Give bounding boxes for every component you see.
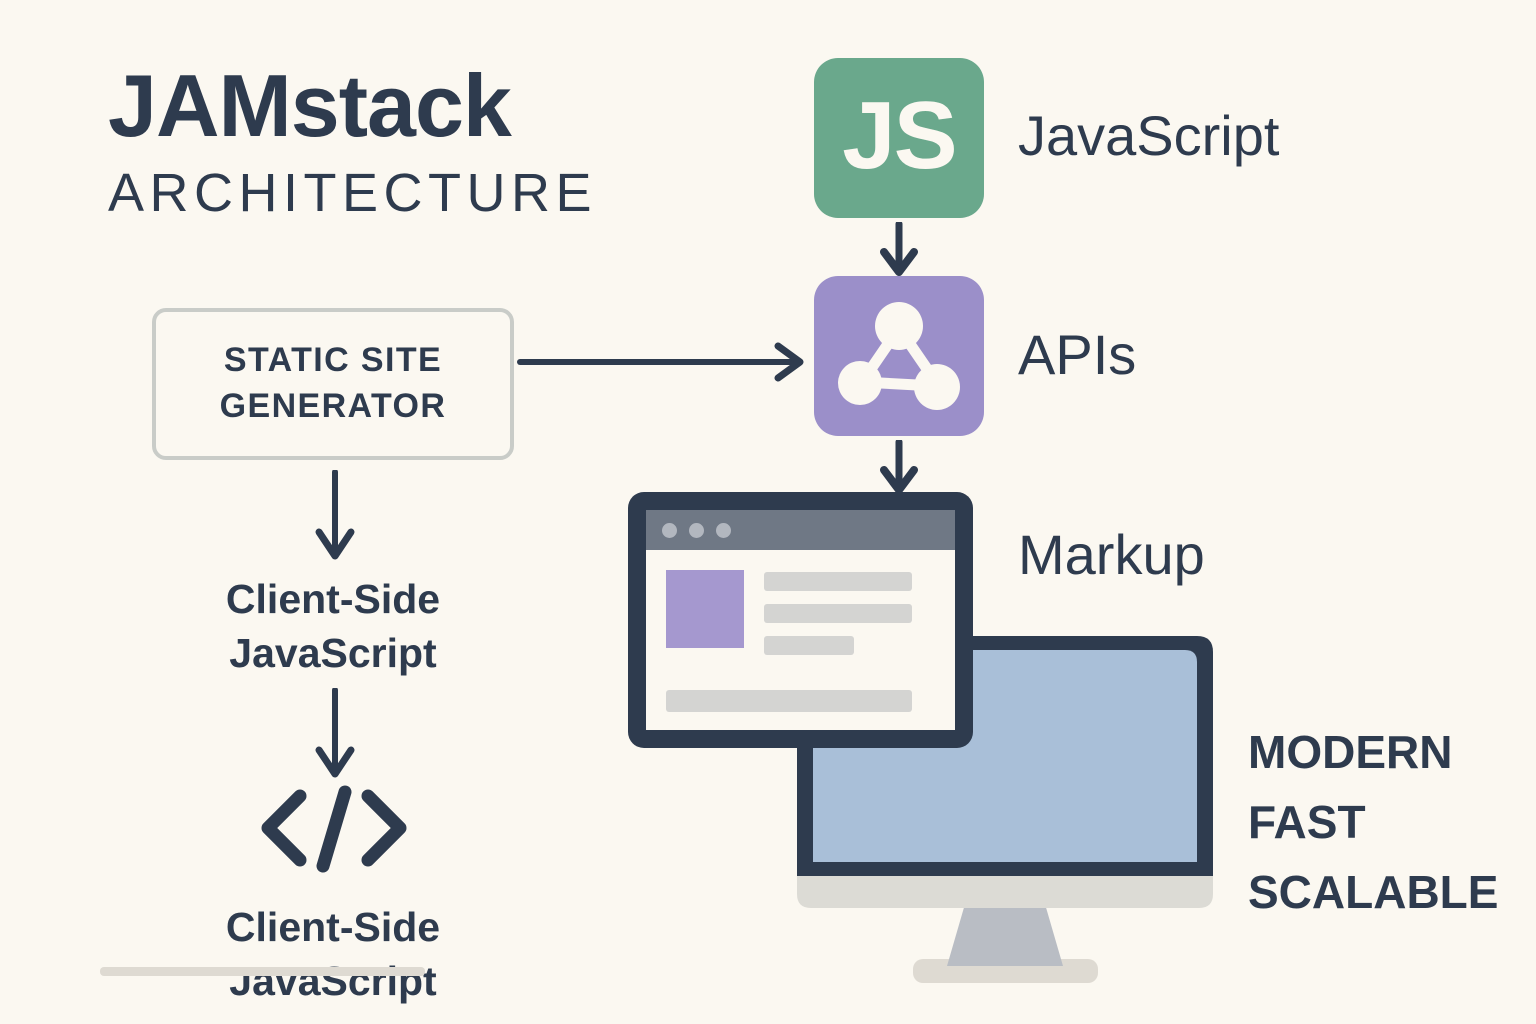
monitor-ground-shadow (100, 967, 425, 976)
arrow-js-to-apis (880, 222, 918, 276)
javascript-tile-icon[interactable]: JS (814, 58, 984, 218)
api-graph-glyph (838, 302, 960, 410)
benefits-list: MODERN FAST SCALABLE (1248, 718, 1498, 928)
browser-window-icon[interactable] (628, 492, 973, 748)
caption-1-line-1: Client-Side (225, 576, 441, 622)
page-title: JAMstack (108, 56, 512, 155)
ssg-line-1: STATIC SITE (223, 341, 443, 380)
benefit-modern: MODERN (1248, 726, 1453, 778)
caption-2-line-1: Client-Side (225, 904, 441, 950)
static-site-generator-box[interactable]: STATIC SITE GENERATOR (152, 308, 514, 460)
benefit-scalable: SCALABLE (1248, 865, 1499, 918)
static-site-generator-label: STATIC SITE GENERATOR (220, 338, 447, 430)
content-text-bar (666, 690, 912, 712)
window-dot-minimize-icon[interactable] (689, 522, 704, 538)
content-thumbnail-placeholder (666, 570, 744, 648)
label-apis: APIs (1018, 323, 1137, 386)
window-dot-close-icon[interactable] (662, 522, 677, 538)
client-side-javascript-caption-top: Client-Side JavaScript (163, 572, 503, 680)
arrow-ssg-to-client-js (315, 470, 355, 560)
content-text-bar (764, 572, 912, 591)
content-text-bar (764, 604, 912, 623)
window-dot-maximize-icon[interactable] (716, 522, 731, 538)
caption-2-line-2: JavaScript (229, 958, 437, 1005)
api-network-icon[interactable] (814, 276, 984, 436)
browser-inner (646, 510, 955, 730)
label-javascript: JavaScript (1018, 104, 1280, 167)
browser-titlebar (646, 510, 955, 550)
label-markup: Markup (1018, 523, 1205, 586)
arrow-ssg-to-apis (517, 342, 804, 382)
page-subtitle: ARCHITECTURE (108, 163, 598, 223)
code-brackets-icon (261, 785, 407, 873)
arrow-apis-to-markup (880, 440, 918, 494)
ssg-line-2: GENERATOR (219, 387, 447, 425)
caption-1-line-2: JavaScript (229, 630, 437, 677)
browser-content (646, 550, 955, 712)
client-side-javascript-caption-bottom: Client-Side JavaScript (163, 900, 503, 1008)
title-block: JAMstack ARCHITECTURE (108, 56, 708, 223)
benefit-fast: FAST (1248, 795, 1366, 848)
arrow-client-js-to-code (315, 688, 355, 778)
js-tile-label: JS (842, 82, 957, 189)
content-text-bar (764, 636, 854, 655)
